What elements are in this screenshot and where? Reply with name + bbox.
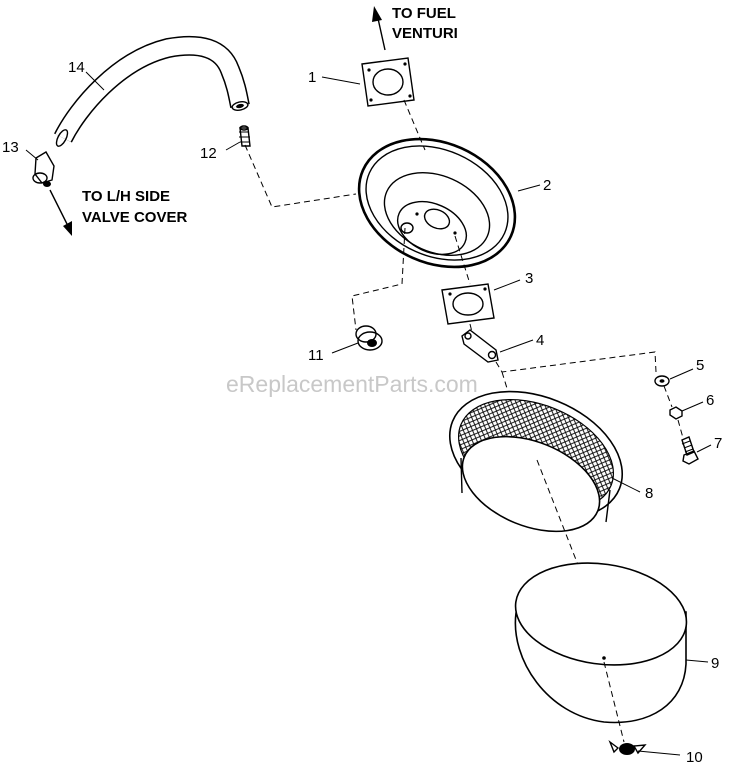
bracket-part-4 xyxy=(461,329,499,363)
elbow-fitting-part-13 xyxy=(32,151,55,187)
callout-3: 3 xyxy=(525,270,533,287)
note-fuel-line2: VENTURI xyxy=(392,25,458,42)
callout-14: 14 xyxy=(68,59,85,76)
callout-2: 2 xyxy=(543,177,551,194)
callout-1: 1 xyxy=(308,69,316,86)
callout-10: 10 xyxy=(686,749,703,766)
nut-part-6 xyxy=(669,406,683,420)
callout-7: 7 xyxy=(714,435,722,452)
callout-4: 4 xyxy=(536,332,544,349)
note-valve-line1: TO L/H SIDE xyxy=(82,188,170,205)
air-cleaner-base-part-2 xyxy=(357,137,517,269)
note-valve-line2: VALVE COVER xyxy=(82,209,187,226)
gasket-part-3 xyxy=(441,283,495,325)
filter-element-part-8 xyxy=(448,390,624,533)
washer-part-5 xyxy=(654,375,670,387)
breather-hose-part-14 xyxy=(54,35,250,147)
callout-6: 6 xyxy=(706,392,714,409)
fuel-venturi-arrow xyxy=(372,6,386,51)
cover-part-9 xyxy=(514,562,688,724)
callout-12: 12 xyxy=(200,145,217,162)
callout-5: 5 xyxy=(696,357,704,374)
grommet-part-11 xyxy=(355,325,383,351)
wing-nut-part-10 xyxy=(608,739,647,755)
callout-8: 8 xyxy=(645,485,653,502)
watermark: eReplacementParts.com xyxy=(226,371,478,397)
gasket-part-1 xyxy=(361,57,415,107)
valve-cover-arrow xyxy=(49,189,72,236)
callout-13: 13 xyxy=(2,139,19,156)
callout-9: 9 xyxy=(711,655,719,672)
hose-fitting-part-12 xyxy=(239,125,251,147)
bolt-part-7 xyxy=(681,436,699,465)
note-fuel-line1: TO FUEL xyxy=(392,5,456,22)
callout-11: 11 xyxy=(308,347,324,364)
